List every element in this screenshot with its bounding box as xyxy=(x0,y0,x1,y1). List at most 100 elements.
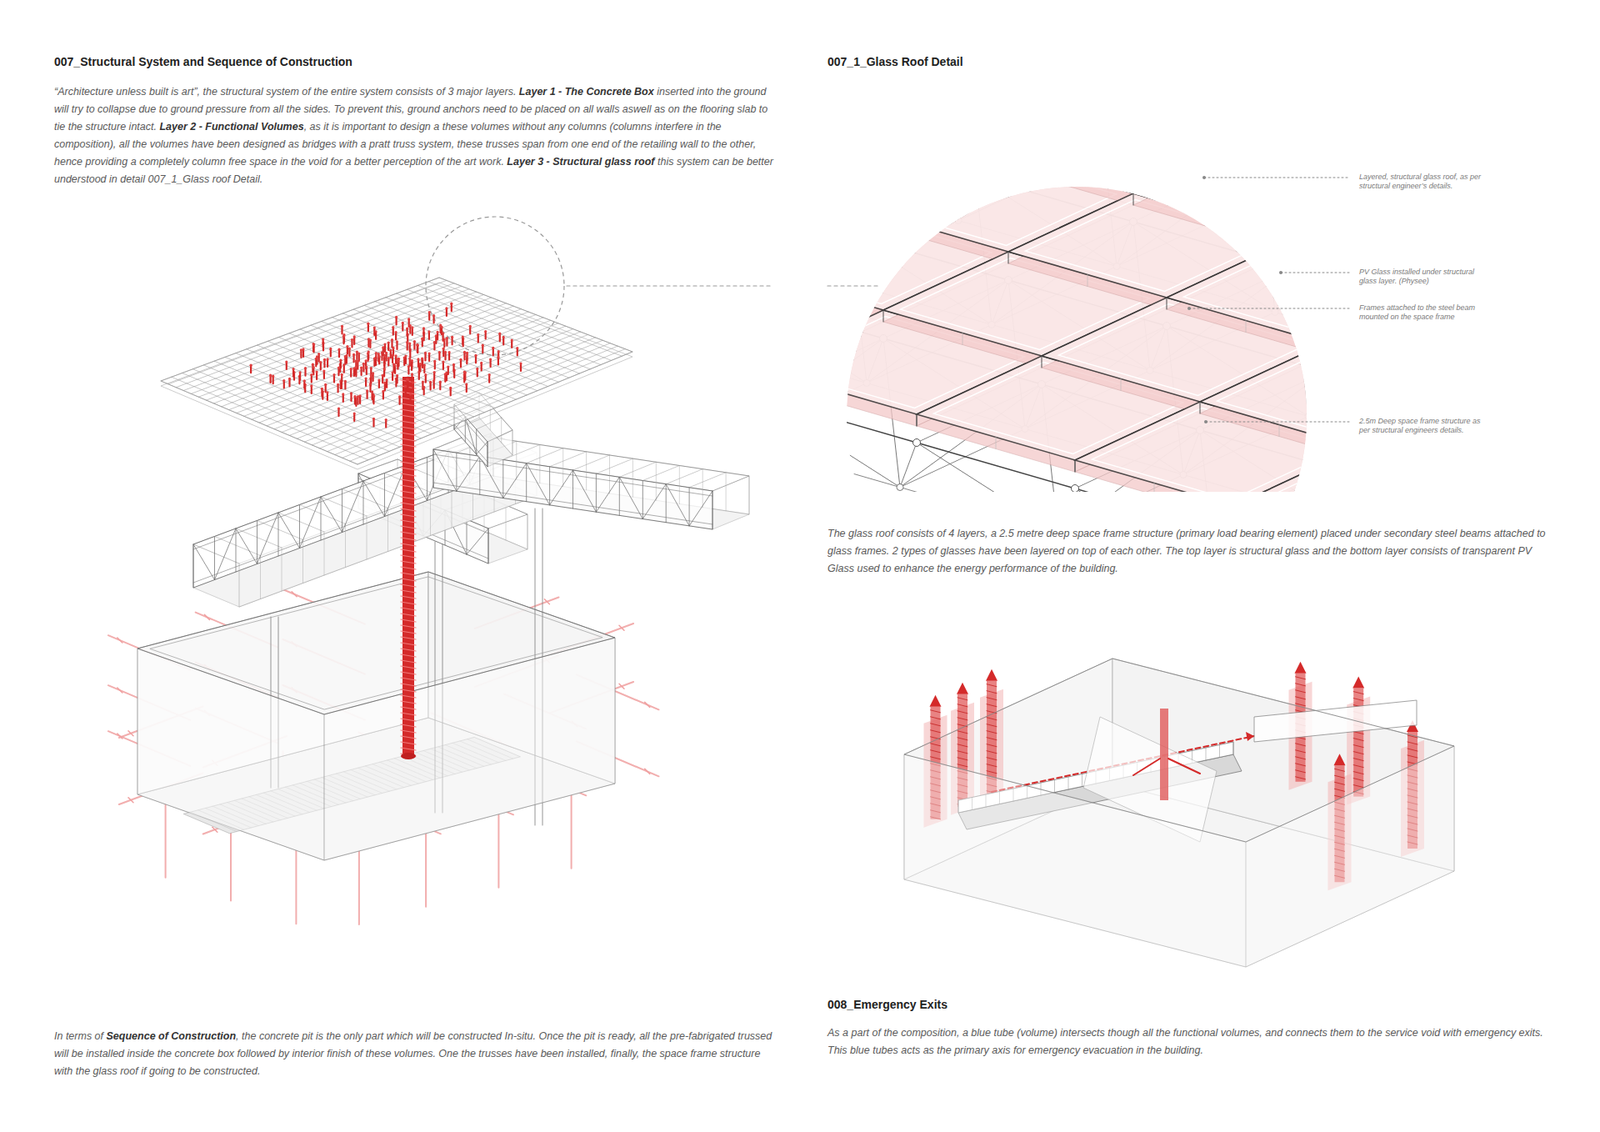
slab-anchor xyxy=(358,845,360,925)
red-mark-head xyxy=(381,345,385,349)
tube-ring xyxy=(400,671,416,675)
red-mark-head xyxy=(359,394,362,397)
glass-frame-inner xyxy=(833,125,959,200)
red-mark xyxy=(520,364,522,371)
red-mark-head xyxy=(488,373,491,376)
red-mark xyxy=(310,375,313,383)
front-wall xyxy=(904,754,1246,967)
space-frame-chord xyxy=(833,125,925,175)
red-mark-head xyxy=(449,386,452,390)
section-heading: 007_Structural System and Sequence of Co… xyxy=(54,55,353,69)
red-mark-head xyxy=(395,315,398,319)
truss-diagonal xyxy=(619,476,643,519)
red-mark-head xyxy=(329,347,332,350)
red-mark-head xyxy=(355,350,359,353)
red-mark xyxy=(378,357,380,365)
tube-ring xyxy=(400,531,416,535)
frame-edge xyxy=(975,147,976,160)
red-mark xyxy=(406,343,409,350)
space-frame-strut xyxy=(1341,475,1359,492)
red-mark xyxy=(353,414,355,421)
red-mark xyxy=(442,362,445,370)
red-mark xyxy=(372,419,375,426)
red-mark-head xyxy=(378,355,381,358)
red-mark-head xyxy=(409,324,412,327)
structural-glass xyxy=(1166,239,1417,344)
truss-post xyxy=(487,441,489,467)
red-mark xyxy=(338,350,340,357)
truss-post xyxy=(549,466,550,505)
roof-grid xyxy=(312,335,589,445)
red-mark xyxy=(475,355,477,363)
steel-beam xyxy=(1325,313,1417,372)
pv-glass xyxy=(1133,146,1417,251)
red-mark xyxy=(362,364,365,371)
red-mark xyxy=(343,365,345,373)
red-mark-head xyxy=(341,392,345,395)
red-mark-head xyxy=(362,362,365,365)
exit-arrow xyxy=(1295,661,1307,674)
exit-stair-step xyxy=(1295,776,1306,780)
red-mark xyxy=(411,328,414,335)
red-mark-head xyxy=(408,341,411,345)
glass-frame-inner xyxy=(991,125,1241,188)
red-mark-head xyxy=(484,330,487,333)
red-mark-head xyxy=(312,342,315,345)
space-frame-strut xyxy=(1366,125,1384,150)
tube-ring xyxy=(400,590,416,593)
red-mark-head xyxy=(391,370,395,374)
exit-stair-step xyxy=(1295,690,1306,693)
red-mark-head xyxy=(250,364,253,367)
red-mark xyxy=(300,350,302,358)
truss-post xyxy=(609,455,610,494)
bold-term: Layer 3 - Structural glass roof xyxy=(506,155,655,168)
frame-edge xyxy=(1133,193,1135,205)
tube-ring xyxy=(400,479,416,482)
pv-glass xyxy=(1100,125,1384,147)
roof-grid xyxy=(407,289,601,365)
truss-diagonal xyxy=(300,496,322,549)
space-frame-chord xyxy=(1341,462,1417,493)
red-mark-head xyxy=(387,341,390,345)
red-mark xyxy=(365,367,368,375)
exit-stair-step xyxy=(957,710,968,714)
red-mark xyxy=(333,375,335,383)
structural-glass xyxy=(833,160,850,265)
truss-post xyxy=(451,484,453,528)
exit-stair-step xyxy=(1353,731,1364,735)
tube-ring xyxy=(400,625,416,628)
exit-stair-step xyxy=(1353,691,1364,695)
red-mark-head xyxy=(373,325,376,329)
red-mark xyxy=(326,393,329,400)
red-mark-head xyxy=(312,365,315,369)
red-mark-head xyxy=(496,355,500,359)
truss-diagonal xyxy=(342,480,365,533)
structural-glass xyxy=(1100,125,1384,135)
steel-beam xyxy=(1383,125,1417,151)
exit-stair-step xyxy=(930,756,941,760)
structural-glass xyxy=(833,125,1100,148)
space-frame-chord xyxy=(1400,195,1417,255)
red-mark xyxy=(366,391,369,399)
space-frame-strut xyxy=(1308,313,1417,417)
bold-term: Layer 2 - Functional Volumes xyxy=(159,120,304,133)
red-mark-head xyxy=(320,387,324,390)
truss-post xyxy=(585,451,587,490)
pv-glass xyxy=(1383,125,1417,135)
red-mark-head xyxy=(396,360,400,363)
leader-dot xyxy=(1279,270,1283,275)
exit-stair-step xyxy=(1353,698,1364,701)
truss-post xyxy=(689,487,690,526)
tube-ring xyxy=(400,520,416,523)
frame-edge xyxy=(1154,483,1155,493)
red-mark-head xyxy=(474,354,477,357)
truss-post xyxy=(320,496,322,540)
exit-stair-step xyxy=(986,737,997,740)
front-wall xyxy=(324,637,615,860)
tube-ring xyxy=(400,572,416,575)
red-mark-head xyxy=(288,377,291,380)
red-mark-head xyxy=(410,359,414,362)
red-mark xyxy=(409,326,411,334)
red-mark-head xyxy=(444,372,447,375)
glass-frame-inner xyxy=(1250,454,1417,493)
